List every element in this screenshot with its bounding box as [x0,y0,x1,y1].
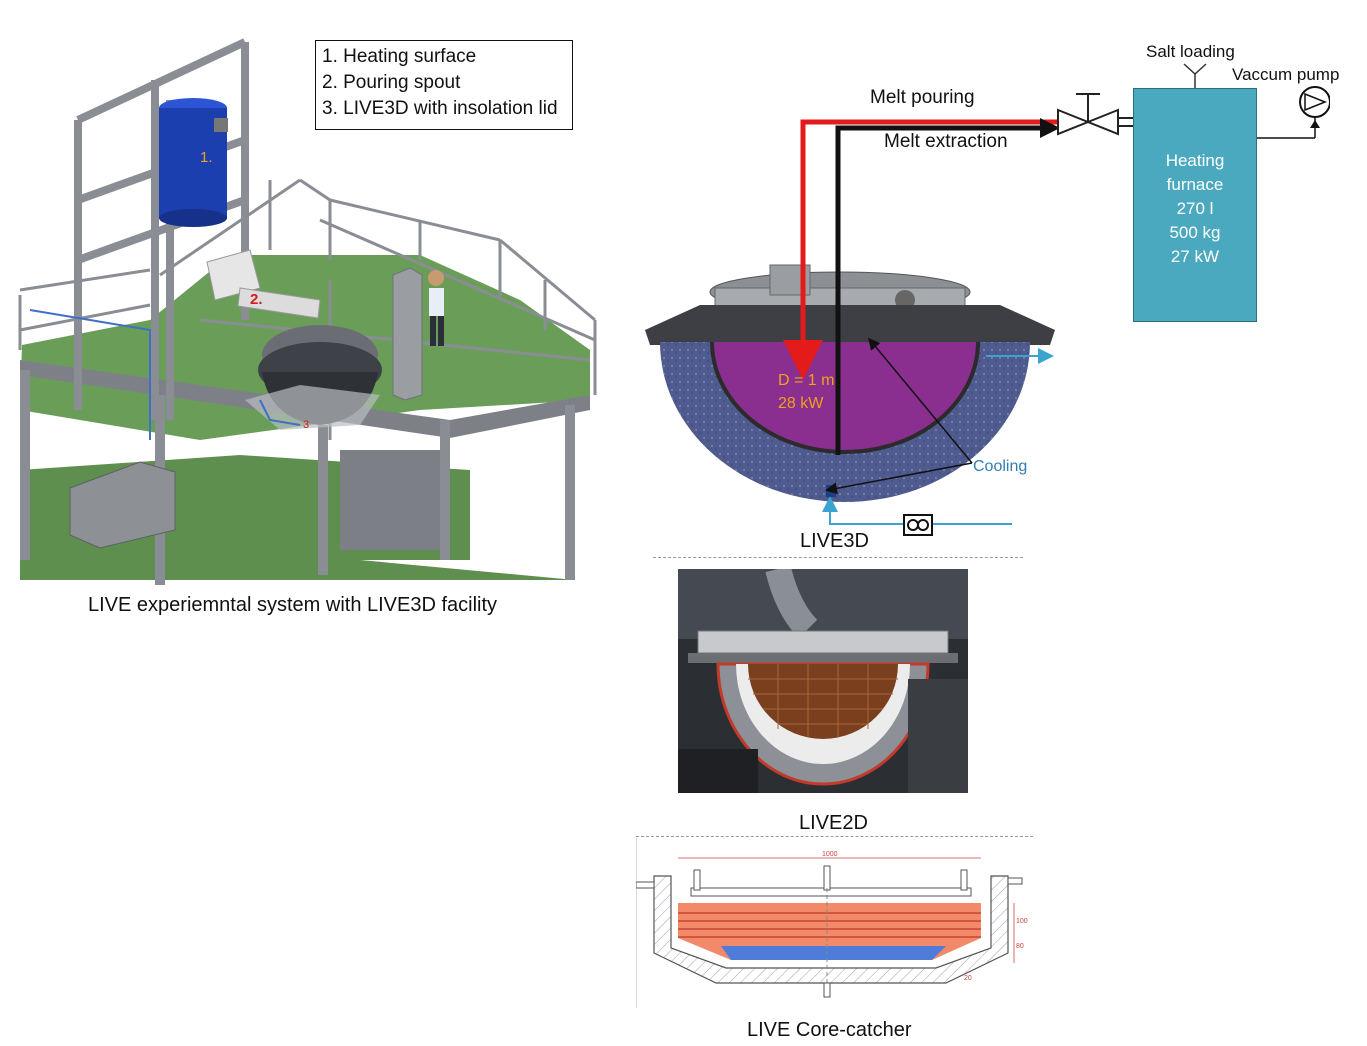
piping [29,309,301,440]
person-head [428,270,444,286]
live-facility-drawing: 1. 2. 3 [18,38,597,585]
marker-1: 1. [200,149,213,166]
catcher-wall [653,875,1009,984]
leg [318,425,328,575]
catcher-lid [690,887,972,897]
melt-extraction-label: Melt extraction [884,131,1008,152]
live3d-caption: LIVE3D [800,530,869,552]
furnace-line3: 270 l [1176,199,1214,218]
melt-pool [712,342,978,452]
diameter-label: D = 1 m [778,372,834,389]
marker-2: 2. [250,291,263,308]
leg [440,420,450,560]
legend-item-live3d: 3. LIVE3D with insolation lid [322,98,558,119]
vessel-flange [645,305,1055,345]
spout-box [206,249,261,301]
lower-housing [340,450,440,550]
legend-box: 1. Heating surface 2. Pouring spout 3. L… [315,40,573,130]
leg [20,370,30,560]
power-label: 28 kW [778,395,824,412]
legend-item-pouring-spout: 2. Pouring spout [322,72,461,93]
furnace-line5: 27 kW [1170,247,1220,266]
person [429,288,444,316]
valve [1057,108,1091,136]
lower-equipment [69,461,176,549]
furnace-line4: 500 kg [1169,223,1221,242]
core-catcher-drawing: 1000 100 80 20 [636,838,1028,1008]
railing [18,178,597,440]
ground-floor [20,560,575,580]
marker-3: 3 [303,419,309,431]
live2d-photo [678,569,968,793]
melt-extraction-line [835,125,1050,455]
divider [636,836,1033,837]
dim-2: 80 [1016,943,1024,950]
pouring-spout [237,287,321,319]
coolant-layer [721,946,946,960]
salt-loading-connector [1183,63,1207,88]
melt-pouring-label: Melt pouring [870,87,975,108]
core-catcher-caption: LIVE Core-catcher [747,1019,912,1041]
furnace-line2: furnace [1166,175,1224,194]
control-cabinet [392,267,423,401]
facility-caption: LIVE experiemntal system with LIVE3D fac… [88,594,498,616]
cooling-in-line [822,496,1012,525]
leg [565,405,575,580]
live3d-schematic: Melt pouring Melt extraction D = 1 m 28 … [645,87,1133,536]
live2d-caption: LIVE2D [799,812,868,834]
vacuum-pump-label: Vaccum pump [1232,65,1340,84]
melt-layer [678,903,981,960]
salt-loading-label: Salt loading [1146,42,1235,61]
dim-3: 20 [964,975,972,982]
dim-width: 1000 [822,851,838,858]
divider [653,557,1023,558]
legend-item-heating-surface: 1. Heating surface [322,46,477,67]
furnace-line1: Heating [1165,151,1225,170]
heating-furnace: Heating furnace 270 l 500 kg 27 kW [1133,88,1257,322]
vacuum-pump-icon [1255,86,1330,139]
dim-1: 100 [1016,918,1028,925]
cooling-label: Cooling [973,458,1027,475]
melt-pouring-line [783,119,1060,380]
